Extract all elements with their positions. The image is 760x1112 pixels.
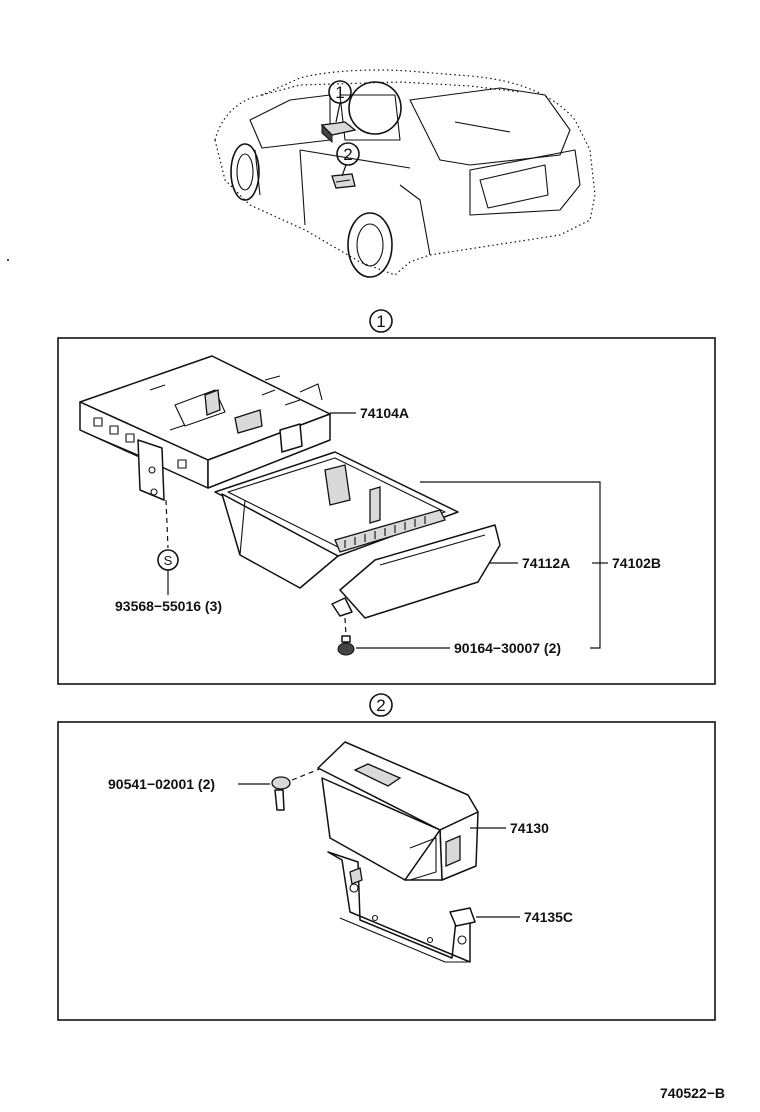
label-74135c: 74135C (524, 909, 573, 925)
label-90541: 90541−02001 (2) (108, 776, 215, 792)
label-74130: 74130 (510, 820, 549, 836)
panel-1-frame (57, 337, 716, 685)
plug-icon (271, 776, 291, 790)
callout-1-top: 1 (335, 83, 344, 102)
label-74102b: 74102B (612, 555, 661, 571)
label-90164: 90164−30007 (2) (454, 640, 561, 656)
bracket-74104a-drawing (79, 355, 331, 501)
callout-1-panel: 1 (376, 312, 385, 331)
label-74112a: 74112A (522, 555, 570, 571)
figure-code: 740522−B (660, 1085, 725, 1101)
car-overview: 1 2 (7, 69, 596, 278)
callout-2-top: 2 (343, 145, 352, 164)
label-74104a: 74104A (360, 405, 409, 421)
nut-symbol-letter: S (164, 553, 173, 568)
callout-2-panel: 2 (376, 696, 385, 715)
panel-2-frame (57, 721, 716, 1021)
panel-2: 2 90541−02001 (2) 74130 (57, 693, 716, 1021)
tray-74130-drawing (317, 741, 479, 881)
panel-1: 1 74104A (57, 309, 716, 685)
screw-head-icon (337, 642, 355, 656)
bracket-74135c-drawing (327, 851, 476, 963)
label-93568: 93568−55016 (3) (115, 598, 222, 614)
box-74112a-drawing (214, 451, 501, 619)
